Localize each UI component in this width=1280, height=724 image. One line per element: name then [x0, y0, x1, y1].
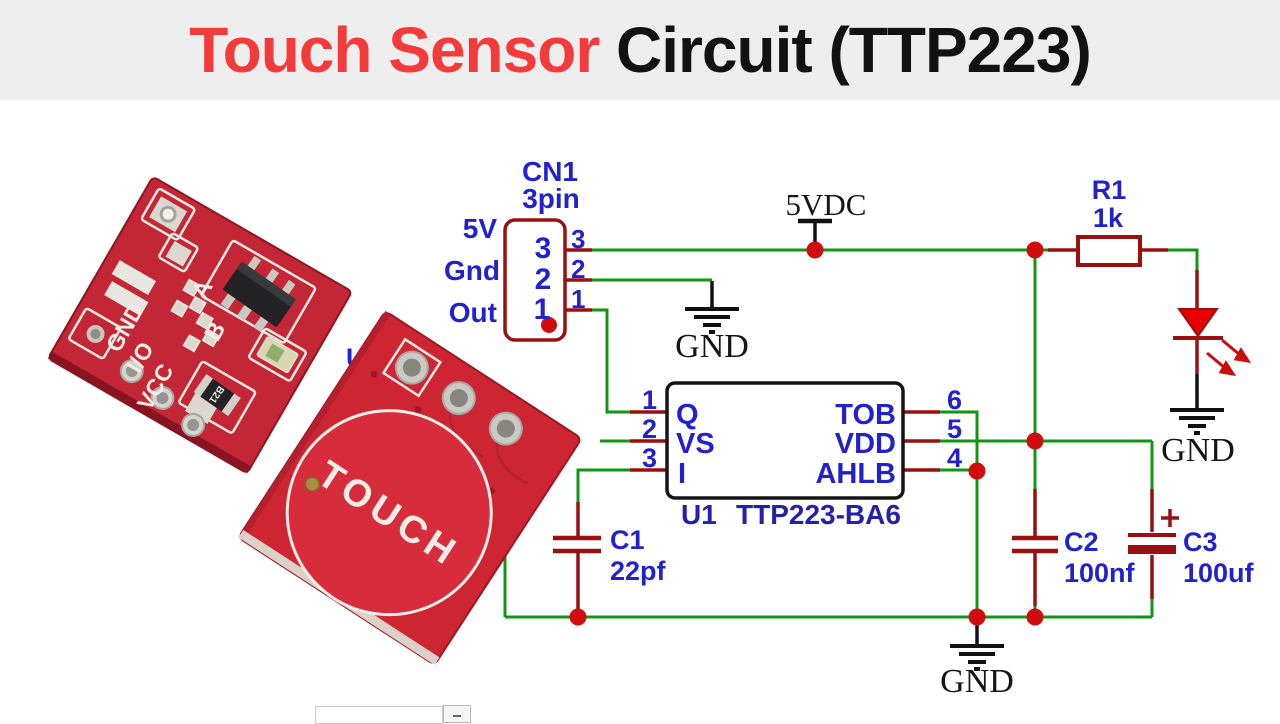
u1-left-stubs: [630, 410, 667, 472]
cn1-signal-out: Out: [449, 297, 497, 328]
wire-led-top: [1168, 248, 1199, 270]
c3-bottom-plate: [1128, 545, 1176, 554]
cn1-outer-pin1: 1: [571, 284, 585, 314]
u1-pin4-num: 4: [947, 443, 962, 473]
c1-value: 22pf: [610, 556, 667, 586]
bottom-dropdown-button[interactable]: [443, 705, 471, 723]
c2-refdes: C2: [1064, 527, 1099, 557]
wires-darkred: [565, 248, 1199, 612]
wire-i-to-c1: [576, 468, 630, 502]
r1-value: 1k: [1093, 203, 1124, 233]
ic-u1-body: [665, 381, 905, 500]
pcb-back-edge: [47, 351, 252, 474]
wire-out-to-q: [592, 308, 630, 414]
pcb-front-left-edge: [238, 311, 391, 541]
cn1-inner-pin2: 2: [535, 263, 552, 296]
cn1-refdes: CN1: [522, 156, 578, 187]
smd-resistor-icon: B21: [193, 373, 241, 417]
capacitor-c2-symbol: [1012, 535, 1058, 554]
dropdown-mark-icon: [453, 715, 461, 717]
c3-value: 100uf: [1183, 558, 1255, 588]
gnd-symbol-led: [1170, 408, 1224, 435]
cn1-signal-5v: 5V: [463, 213, 498, 244]
u1-pin5-num: 5: [947, 414, 962, 444]
cn1-signal-gnd: Gnd: [444, 255, 500, 286]
capacitor-c1-symbol: [553, 535, 601, 554]
c3-refdes: C3: [1183, 527, 1218, 557]
u1-pin-vdd: VDD: [835, 428, 896, 460]
u1-pin3-num: 3: [642, 443, 657, 473]
cn1-type: 3pin: [522, 183, 580, 214]
title-banner: Touch Sensor Circuit (TTP223): [0, 0, 1280, 100]
gold-dot: [304, 476, 321, 492]
cn1-outer-pin2: 2: [571, 254, 585, 284]
page-title-rest: Circuit (TTP223): [599, 14, 1092, 86]
u1-pin6-num: 6: [947, 385, 962, 415]
gnd-label-rail: GND: [940, 663, 1014, 700]
u1-refdes: U1: [681, 499, 717, 530]
gnd-symbol-cn1: [685, 307, 739, 334]
led-d1-symbol: [1173, 308, 1252, 377]
cn1-outer-pin3: 3: [571, 224, 585, 254]
pcb-back-silkscreen: [68, 187, 317, 434]
gnd-label-led: GND: [1161, 432, 1235, 469]
u1-pin-vs: VS: [676, 428, 715, 460]
photo-module-front: TOUCH: [238, 311, 581, 665]
u1-pin-tob: TOB: [835, 399, 896, 431]
u1-pin-q: Q: [676, 399, 699, 431]
u1-pin2-num: 2: [642, 414, 657, 444]
u1-partnumber: TTP223-BA6: [736, 499, 901, 530]
cn1-pin-stubs: [565, 248, 592, 312]
u1-pin-i: I: [678, 458, 686, 490]
led-component-icon: [256, 336, 299, 374]
capacitor-c3-symbol: [1128, 509, 1179, 554]
plus-icon: [1161, 509, 1179, 527]
u1-right-stubs: [903, 410, 940, 472]
pcb-front-pad-frame: [381, 337, 443, 398]
c1-refdes: C1: [610, 525, 645, 555]
led-emission-arrows-icon: [1206, 338, 1252, 377]
junction-dots: [541, 241, 1044, 626]
connector-cn1-body: [503, 218, 567, 342]
photo-module-back: B21 A B GND I/O VCC: [47, 177, 352, 474]
pcb-front-holes: [394, 350, 523, 446]
gnd-symbol-rail: [950, 644, 1004, 671]
ttp223-chip-icon: [220, 255, 296, 333]
r1-refdes: R1: [1092, 175, 1127, 205]
bottom-search-input[interactable]: [315, 706, 443, 724]
u1-pin1-num: 1: [642, 385, 657, 415]
touch-pad-circle: [285, 409, 493, 617]
gnd-label-cn1: GND: [675, 328, 749, 365]
pcb-back-pads: [86, 196, 221, 437]
wire-tob: [940, 410, 979, 614]
resistor-r1-body: [1076, 235, 1142, 267]
page-title-highlight: Touch Sensor: [189, 14, 600, 86]
wire-vdd-right: [940, 439, 1154, 489]
wires-green: [503, 248, 1199, 619]
led-triangle-icon: [1177, 308, 1219, 338]
u1-pin-ahlb: AHLB: [815, 458, 896, 490]
power-net-label: 5VDC: [786, 187, 867, 222]
c2-value: 100nf: [1064, 558, 1136, 588]
cn1-inner-pin3: 3: [535, 232, 552, 265]
cn1-inner-pin1: 1: [534, 293, 551, 326]
page-title: Touch Sensor Circuit (TTP223): [189, 13, 1091, 87]
